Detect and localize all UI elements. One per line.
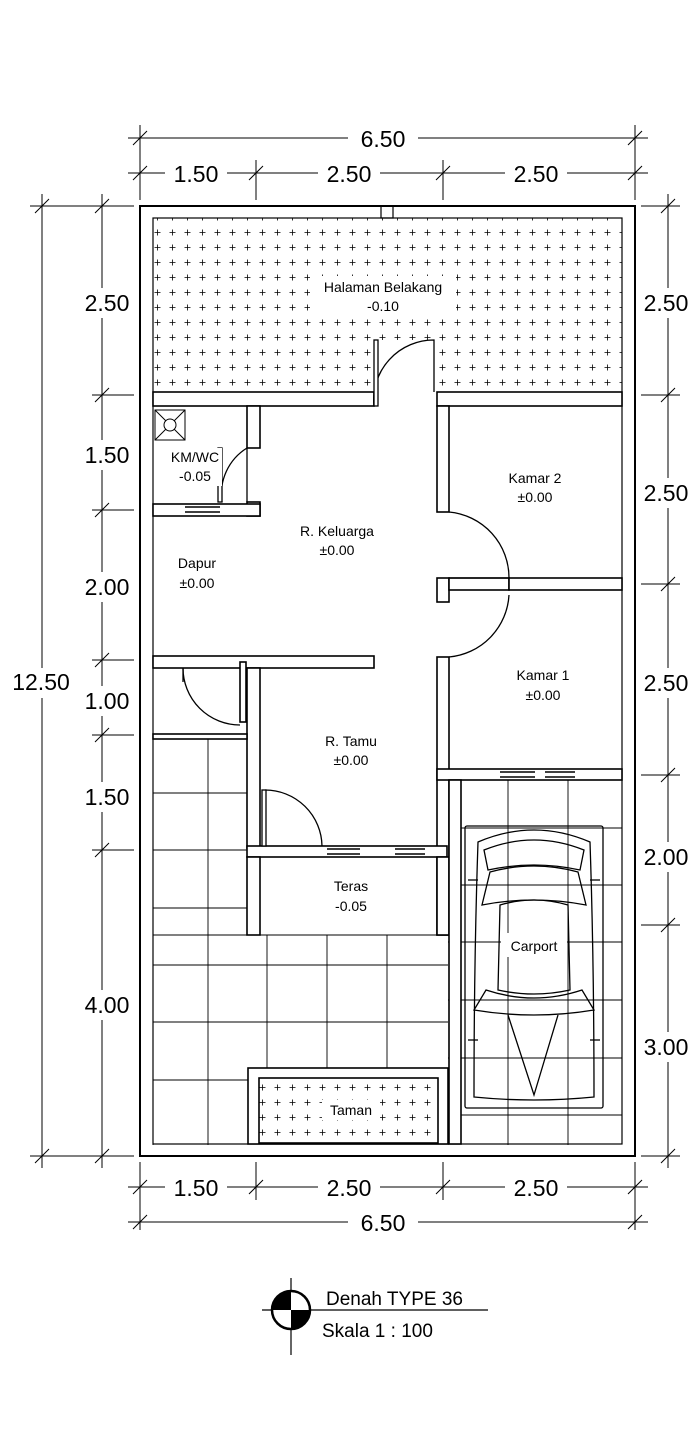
toilet-fixture xyxy=(154,409,186,441)
dimension-labels: 6.50 1.50 2.50 2.50 1.50 2.50 2.50 6.50 … xyxy=(12,126,688,1236)
kamar2-door xyxy=(448,511,510,579)
dim-right-3: 2.50 xyxy=(644,670,689,696)
dim-right-2: 2.50 xyxy=(644,480,689,506)
dim-right-4: 2.00 xyxy=(644,844,689,870)
halaman-name: Halaman Belakang xyxy=(324,279,442,295)
dim-left-3: 2.00 xyxy=(85,574,130,600)
dapur-level: ±0.00 xyxy=(180,575,215,591)
teras-name: Teras xyxy=(334,878,368,894)
keluarga-level: ±0.00 xyxy=(320,542,355,558)
tamu-level: ±0.00 xyxy=(334,752,369,768)
kamar2-name: Kamar 2 xyxy=(509,470,562,486)
dim-left-4: 1.00 xyxy=(85,688,130,714)
back-door xyxy=(373,339,435,407)
dim-bottom-3: 2.50 xyxy=(514,1175,559,1201)
dapur-name: Dapur xyxy=(178,555,216,571)
dim-left-2: 1.50 xyxy=(85,442,130,468)
kmwc-door xyxy=(220,447,248,503)
dim-left-6: 4.00 xyxy=(85,992,130,1018)
kmwc-level: -0.05 xyxy=(179,468,211,484)
dim-top-total: 6.50 xyxy=(361,126,406,152)
taman-name: Taman xyxy=(330,1102,372,1118)
dim-right-5: 3.00 xyxy=(644,1034,689,1060)
front-door xyxy=(264,789,323,847)
kamar1-door xyxy=(448,594,510,658)
keluarga-name: R. Keluarga xyxy=(300,523,374,539)
plan-scale: Skala 1 : 100 xyxy=(322,1321,433,1342)
dim-top-1: 1.50 xyxy=(174,161,219,187)
room-labels: Halaman Belakang -0.10 KM/WC -0.05 Kamar… xyxy=(160,276,570,1120)
tamu-name: R. Tamu xyxy=(325,733,377,749)
kamar2-level: ±0.00 xyxy=(518,489,553,505)
teras-level: -0.05 xyxy=(335,898,367,914)
dim-right-1: 2.50 xyxy=(644,290,689,316)
title-block: Denah TYPE 36 Skala 1 : 100 xyxy=(262,1278,488,1355)
interior-walls xyxy=(152,391,623,1145)
dim-top-3: 2.50 xyxy=(514,161,559,187)
carport-name: Carport xyxy=(511,938,558,954)
dim-bottom-1: 1.50 xyxy=(174,1175,219,1201)
halaman-level: -0.10 xyxy=(367,298,399,314)
kamar1-level: ±0.00 xyxy=(526,687,561,703)
plan-title: Denah TYPE 36 xyxy=(326,1289,463,1310)
dim-top-2: 2.50 xyxy=(327,161,372,187)
dim-bottom-2: 2.50 xyxy=(327,1175,372,1201)
dim-left-5: 1.50 xyxy=(85,784,130,810)
dim-left-1: 2.50 xyxy=(85,290,130,316)
dim-left-total: 12.50 xyxy=(12,669,70,695)
dim-bottom-total: 6.50 xyxy=(361,1210,406,1236)
car-icon xyxy=(464,825,604,1109)
kmwc-name: KM/WC xyxy=(171,449,219,465)
kamar1-name: Kamar 1 xyxy=(517,667,570,683)
store-door xyxy=(182,667,241,726)
